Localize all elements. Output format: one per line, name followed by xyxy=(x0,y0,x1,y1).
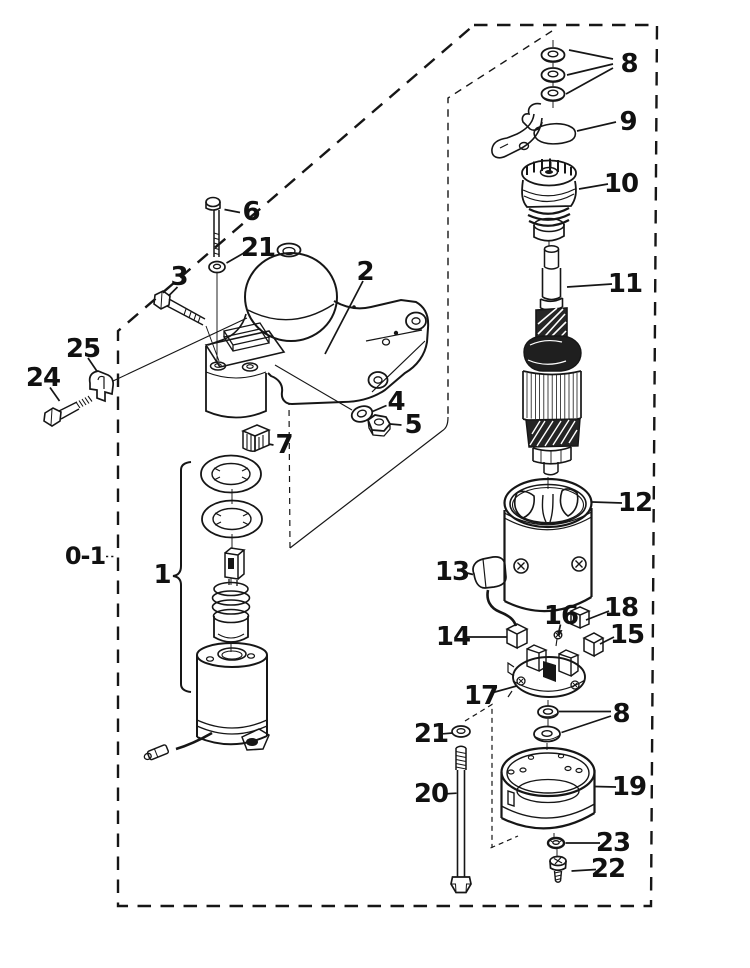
nut-5-drawing xyxy=(366,414,392,437)
frame-12-drawing xyxy=(503,477,593,613)
brush-15-drawing xyxy=(582,632,605,658)
callout-labels: 8 9 10 11 12 13 18 16 15 14 17 8 19 23 2… xyxy=(26,49,653,884)
washer-21-bottom-drawing xyxy=(451,725,471,738)
callout-7: 7 xyxy=(275,430,292,460)
association-lines xyxy=(112,30,553,849)
callout-1: 1 xyxy=(153,560,170,590)
brush-14-drawing xyxy=(505,623,529,650)
connector-7-drawing xyxy=(241,424,271,453)
callout-5: 5 xyxy=(404,410,421,440)
washers-8-bottom-drawing xyxy=(533,705,561,743)
end-cap-17-drawing xyxy=(507,644,586,698)
solenoid-drawing xyxy=(143,642,270,761)
washer-4-drawing xyxy=(350,405,374,423)
callout-24: 24 xyxy=(26,363,60,393)
callout-25: 25 xyxy=(66,334,100,364)
armature-11-drawing xyxy=(522,245,582,476)
callout-8-top: 8 xyxy=(620,49,637,79)
callout-3: 3 xyxy=(170,262,187,292)
callout-21-bottom: 21 xyxy=(414,719,448,749)
callout-19: 19 xyxy=(612,772,646,802)
arrowhead-16 xyxy=(556,630,563,637)
dashed-border xyxy=(116,23,659,908)
group-1-brace xyxy=(172,461,192,693)
callout-11: 11 xyxy=(608,269,642,299)
callout-18: 18 xyxy=(604,593,638,623)
clamp-25-drawing xyxy=(88,370,114,403)
callout-0-1: 0-1 xyxy=(65,542,106,570)
callout-2: 2 xyxy=(356,257,373,287)
shift-lever-9-drawing xyxy=(491,102,577,159)
callout-10: 10 xyxy=(604,169,638,199)
callout-4: 4 xyxy=(387,387,404,417)
plunger-drawing xyxy=(211,547,251,643)
callout-22: 22 xyxy=(591,854,625,884)
screw-22-drawing xyxy=(549,855,567,883)
washers-8-top-drawing xyxy=(540,47,566,102)
washer-21-top-drawing xyxy=(208,260,226,274)
bolt-24-drawing xyxy=(43,395,93,427)
bolt-20-drawing xyxy=(450,745,472,894)
leader-lines xyxy=(49,49,623,872)
callout-23: 23 xyxy=(596,828,630,858)
callout-20: 20 xyxy=(414,779,448,809)
housing-2-drawing xyxy=(204,242,430,419)
end-cover-19-drawing xyxy=(500,746,596,830)
callout-21-top: 21 xyxy=(241,233,275,263)
callout-9: 9 xyxy=(619,107,636,137)
gasket-lower-drawing xyxy=(201,499,263,539)
callout-12: 12 xyxy=(618,488,652,518)
wire-13-drawing xyxy=(472,556,518,627)
callout-16: 16 xyxy=(544,601,578,631)
drive-gear-10-drawing xyxy=(521,158,577,242)
callout-6: 6 xyxy=(242,197,259,227)
callout-17: 17 xyxy=(464,681,498,711)
bolt-6-drawing xyxy=(205,196,221,257)
callout-8-bottom: 8 xyxy=(612,699,629,729)
bolt-3-drawing xyxy=(153,290,206,326)
gasket-upper-drawing xyxy=(200,454,262,494)
lockwasher-23-drawing xyxy=(546,836,566,850)
brush-18-drawing xyxy=(569,606,591,630)
callout-14: 14 xyxy=(436,622,470,652)
callout-13: 13 xyxy=(435,557,469,587)
callout-15: 15 xyxy=(610,620,644,650)
